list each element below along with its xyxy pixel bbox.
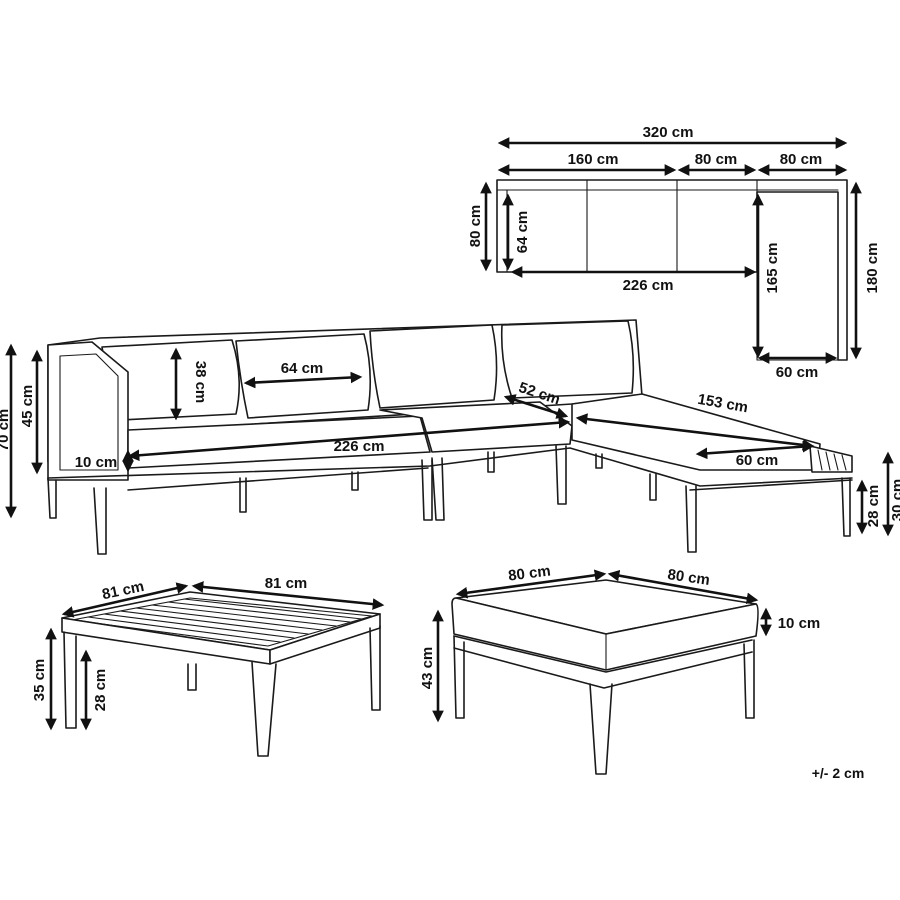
plan-label-depth80: 80 cm bbox=[467, 205, 484, 248]
plan-label-seat64: 64 cm bbox=[514, 211, 531, 254]
table-label-81b: 81 cm bbox=[265, 575, 308, 592]
back-cushion-3 bbox=[369, 324, 498, 409]
sofa-label-60: 60 cm bbox=[736, 452, 779, 469]
plan-label-160: 160 cm bbox=[568, 151, 619, 168]
plan-view: 320 cm 160 cm 80 cm 80 cm 80 cm 64 cm 22… bbox=[467, 124, 881, 381]
sofa-label-28: 28 cm bbox=[865, 485, 882, 528]
ottoman-dim-80b bbox=[607, 569, 759, 605]
plan-label-60: 60 cm bbox=[776, 364, 819, 381]
ottoman-label-43: 43 cm bbox=[419, 647, 436, 690]
sofa-perspective: 70 cm 45 cm 38 cm 64 cm 52 cm 153 cm 226… bbox=[0, 319, 900, 555]
plan-label-80b: 80 cm bbox=[780, 151, 823, 168]
plan-label-180: 180 cm bbox=[864, 243, 881, 294]
plan-label-80a: 80 cm bbox=[695, 151, 738, 168]
chaise-slat-table bbox=[809, 445, 853, 473]
back-cushion-4 bbox=[500, 320, 635, 399]
tolerance-note: +/- 2 cm bbox=[812, 765, 865, 781]
sofa-dim-60 bbox=[695, 440, 815, 460]
ottoman-label-10: 10 cm bbox=[778, 615, 821, 632]
ottoman-label-80a: 80 cm bbox=[507, 563, 551, 585]
sofa-label-10: 10 cm bbox=[75, 454, 118, 471]
sofa-label-45: 45 cm bbox=[19, 385, 36, 428]
sofa-dim-52 bbox=[503, 394, 569, 419]
sofa-label-38: 38 cm bbox=[192, 361, 209, 404]
sofa-label-30: 30 cm bbox=[889, 479, 900, 522]
sofa-label-64: 64 cm bbox=[281, 360, 324, 377]
table-dim-81b bbox=[191, 581, 385, 610]
ottoman: 80 cm 80 cm 10 cm 43 cm bbox=[419, 563, 821, 775]
plan-label-320: 320 cm bbox=[643, 124, 694, 141]
ottoman-dim-80a bbox=[455, 569, 607, 599]
ottoman-label-80b: 80 cm bbox=[666, 566, 710, 589]
plan-label-226: 226 cm bbox=[623, 277, 674, 294]
table-label-28: 28 cm bbox=[92, 669, 109, 712]
table-label-35: 35 cm bbox=[31, 659, 48, 702]
table-dim-81a bbox=[61, 582, 189, 618]
plan-label-165: 165 cm bbox=[764, 243, 781, 294]
coffee-table: 81 cm 81 cm 35 cm 28 cm bbox=[31, 575, 385, 757]
sofa-label-226: 226 cm bbox=[334, 438, 385, 455]
sofa-dim-64 bbox=[243, 371, 363, 389]
sofa-label-70: 70 cm bbox=[0, 409, 12, 452]
sofa-dim-226 bbox=[127, 416, 571, 462]
